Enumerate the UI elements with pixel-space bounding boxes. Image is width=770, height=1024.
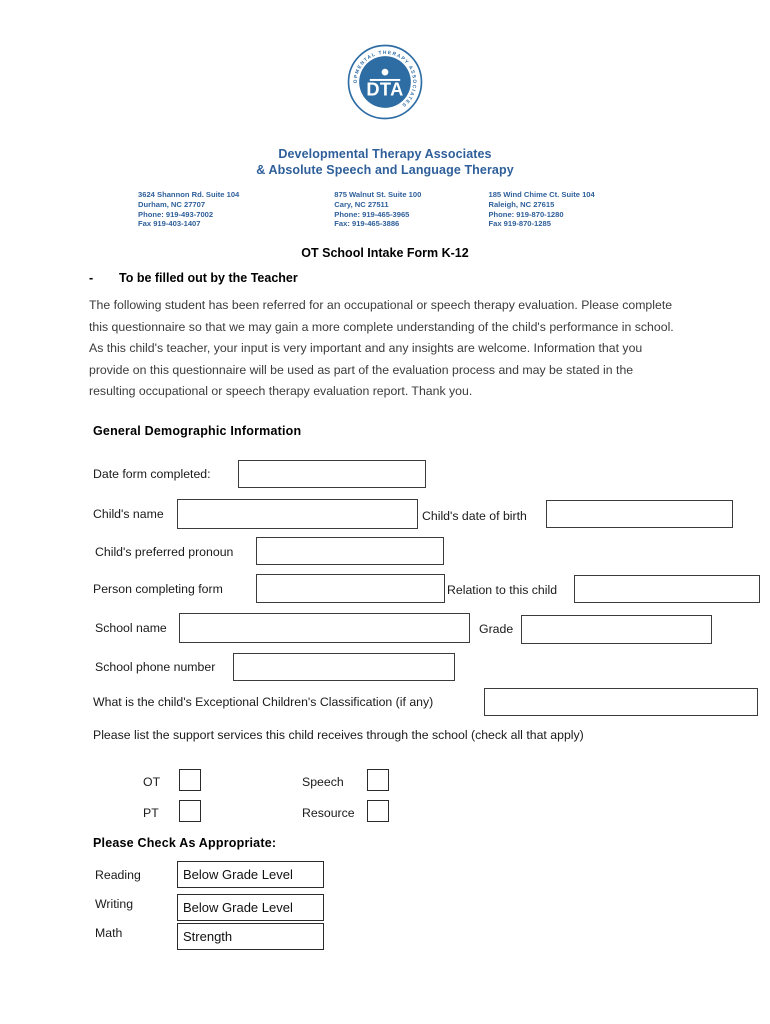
support-option-label-speech: Speech [302, 775, 344, 789]
relation-to-child-input[interactable] [574, 575, 760, 603]
address-column-durham: 3624 Shannon Rd. Suite 104 Durham, NC 27… [138, 190, 334, 229]
relation-to-child-label: Relation to this child [447, 583, 558, 597]
date-form-completed-label: Date form completed: [93, 467, 211, 481]
childs-pronoun-input[interactable] [256, 537, 444, 565]
checkbox-resource[interactable] [367, 800, 389, 822]
address-column-raleigh: 185 Wind Chime Ct. Suite 104 Raleigh, NC… [488, 190, 638, 229]
support-services-prompt: Please list the support services this ch… [93, 728, 584, 742]
school-name-label: School name [95, 621, 167, 635]
childs-pronoun-label: Child's preferred pronoun [95, 545, 234, 559]
person-completing-label: Person completing form [93, 582, 223, 596]
address-city: Durham, NC 27707 [138, 199, 206, 209]
bullet-heading-text: To be filled out by the Teacher [119, 271, 298, 285]
practice-name-line2: & Absolute Speech and Language Therapy [256, 163, 514, 177]
school-name-input[interactable] [179, 613, 470, 643]
logo-container: DEVELOPMENTAL THERAPY ASSOCIATES DTA [0, 44, 770, 120]
practice-name-line1: Developmental Therapy Associates [278, 147, 492, 161]
address-fax: Fax 919-403-1407 [138, 219, 201, 229]
ec-classification-label: What is the child's Exceptional Children… [93, 695, 434, 709]
support-option-label-ot: OT [143, 775, 161, 789]
bullet-dash: - [89, 271, 94, 285]
school-phone-label: School phone number [95, 660, 216, 674]
math-label: Math [95, 926, 123, 940]
grade-input[interactable] [521, 615, 712, 644]
address-phone: Phone: 919-870-1280 [488, 209, 564, 219]
school-phone-input[interactable] [233, 653, 455, 681]
intro-paragraph: The following student has been referred … [89, 298, 674, 398]
support-option-label-resource: Resource [302, 806, 355, 820]
check-as-appropriate-heading: Please Check As Appropriate: [93, 836, 277, 850]
address-fax: Fax: 919-465-3886 [334, 219, 400, 229]
page-title: OT School Intake Form K-12 [301, 246, 469, 260]
dta-logo-icon: DEVELOPMENTAL THERAPY ASSOCIATES DTA [347, 44, 423, 120]
teacher-instruction-heading: - To be filled out by the Teacher [89, 271, 298, 285]
address-city: Raleigh, NC 27615 [488, 199, 555, 209]
person-completing-input[interactable] [256, 574, 445, 603]
svg-text:DTA: DTA [366, 79, 403, 100]
childs-name-input[interactable] [177, 499, 418, 529]
checkbox-speech[interactable] [367, 769, 389, 791]
childs-dob-input[interactable] [546, 500, 733, 528]
writing-value-select[interactable]: Below Grade Level [177, 894, 324, 921]
address-column-cary: 875 Walnut St. Suite 100 Cary, NC 27511 … [334, 190, 488, 229]
address-street: 875 Walnut St. Suite 100 [334, 190, 422, 199]
address-phone: Phone: 919-493-7002 [138, 209, 214, 219]
address-block: 3624 Shannon Rd. Suite 104 Durham, NC 27… [138, 190, 638, 229]
address-street: 185 Wind Chime Ct. Suite 104 [488, 190, 595, 199]
address-city: Cary, NC 27511 [334, 199, 389, 209]
grade-label: Grade [479, 622, 514, 636]
childs-dob-label: Child's date of birth [422, 509, 527, 523]
writing-label: Writing [95, 897, 134, 911]
checkbox-pt[interactable] [179, 800, 201, 822]
childs-name-label: Child's name [93, 507, 164, 521]
address-fax: Fax 919-870-1285 [488, 219, 551, 229]
reading-value-select[interactable]: Below Grade Level [177, 861, 324, 888]
address-street: 3624 Shannon Rd. Suite 104 [138, 190, 240, 199]
practice-name: Developmental Therapy Associates & Absol… [0, 146, 770, 178]
address-phone: Phone: 919-465-3965 [334, 209, 410, 219]
math-value-select[interactable]: Strength [177, 923, 324, 950]
ec-classification-input[interactable] [484, 688, 758, 716]
date-form-completed-input[interactable] [238, 460, 426, 488]
checkbox-ot[interactable] [179, 769, 201, 791]
support-option-label-pt: PT [143, 806, 159, 820]
reading-label: Reading [95, 868, 141, 882]
section-heading-demographics: General Demographic Information [93, 424, 302, 438]
